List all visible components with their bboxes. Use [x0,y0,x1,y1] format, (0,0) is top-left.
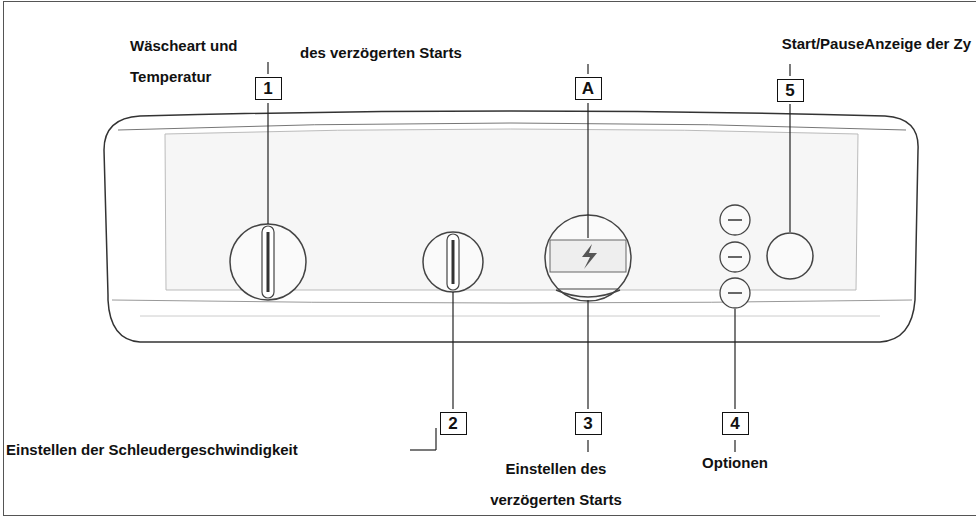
panel-lip [112,300,912,303]
callout-number: A [582,79,595,98]
leader-line [587,64,588,74]
callout-box: 4 [722,412,749,435]
display-window [550,240,626,272]
option-button [720,242,750,272]
leader-line [587,300,588,409]
part-label: Start/PauseAnzeige der Zy [782,35,971,53]
part-label: Einstellen des verzögerten Starts [481,453,631,515]
leader-line [789,104,790,232]
callout-number: 4 [729,414,742,433]
callout-box: A [575,77,602,100]
callout-number: 2 [447,414,460,433]
callout-number: 3 [582,414,595,433]
option-mark [728,256,742,258]
leader-line [267,103,268,224]
leader-line [734,309,735,409]
leader-line [267,62,268,74]
part-label: des verzögerten Starts [300,44,462,62]
option-mark [728,219,742,221]
delay-button [556,290,620,297]
panel-lip [140,316,880,317]
part-label: Wäscheart und Temperatur [130,30,252,92]
knob-grip [447,234,459,290]
delay-symbol [582,244,597,269]
knob-marker [267,232,270,292]
callout-box: 3 [575,412,602,435]
knob-grip [262,226,274,298]
leader-line [789,64,790,76]
leader-line [452,292,453,409]
leader-line [435,428,436,450]
spin-knob [423,232,483,292]
option-mark [728,292,742,294]
leader-line [587,103,588,238]
leader-line [410,449,436,450]
knob-marker [452,240,455,284]
callout-box: 2 [440,412,467,435]
option-button [720,205,750,235]
start-button [767,233,813,279]
frame [4,2,976,516]
callout-box: 1 [255,77,282,100]
program-knob [230,224,306,300]
part-label: Optionen [702,454,768,472]
panel-housing [104,111,918,342]
leader-line [734,440,735,452]
callout-box: 5 [777,79,804,102]
callout-number: 5 [784,81,797,100]
delay-button [558,288,618,289]
callout-number: 1 [262,79,275,98]
leader-line [587,440,588,452]
option-button [720,278,750,308]
part-label: Einstellen der Schleudergeschwindigkeit [6,441,298,459]
